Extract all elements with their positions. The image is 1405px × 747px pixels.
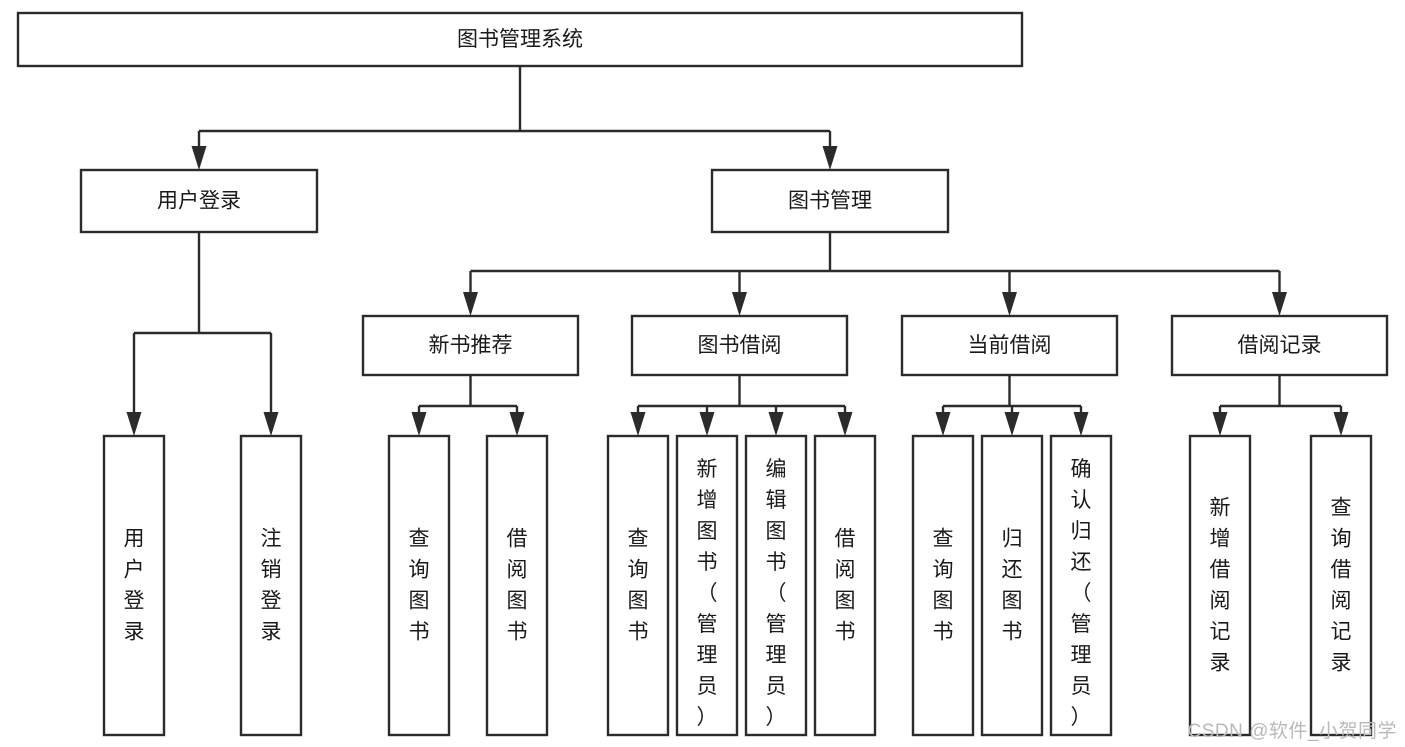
connector-arrowhead bbox=[630, 412, 646, 436]
node-box[interactable] bbox=[675, 434, 739, 737]
connector-arrowhead bbox=[126, 412, 142, 436]
node-box[interactable] bbox=[630, 314, 849, 377]
node-leaf-borrow-add-book[interactable]: 新增图书（管理员） bbox=[675, 434, 739, 737]
connector-arrowhead bbox=[1212, 412, 1228, 436]
node-label: 借阅记录 bbox=[1238, 334, 1322, 357]
node-box[interactable] bbox=[900, 314, 1119, 377]
node-box[interactable] bbox=[102, 434, 166, 737]
connector-arrowhead bbox=[263, 412, 279, 436]
node-label: 借阅图书 bbox=[507, 528, 528, 644]
node-label: 编辑图书（管理员） bbox=[766, 458, 787, 729]
node-root[interactable]: 图书管理系统 bbox=[16, 11, 1024, 68]
node-new-book-rec[interactable]: 新书推荐 bbox=[361, 314, 580, 377]
connector-arrowhead bbox=[822, 146, 838, 170]
node-box[interactable] bbox=[1049, 434, 1113, 737]
connector-group-book-manage bbox=[463, 232, 1287, 316]
node-label: 新书推荐 bbox=[429, 334, 513, 357]
connector-arrowhead bbox=[732, 292, 747, 316]
connector-group-new-book-rec bbox=[411, 375, 525, 436]
node-label: 查询借阅记录 bbox=[1331, 497, 1352, 675]
connector-arrowhead bbox=[935, 412, 951, 436]
node-label: 新增图书（管理员） bbox=[697, 458, 718, 729]
node-user-login[interactable]: 用户登录 bbox=[79, 168, 319, 234]
connector-arrowhead bbox=[837, 412, 853, 436]
node-leaf-current-return-book[interactable]: 归还图书 bbox=[980, 434, 1044, 737]
node-label: 图书借阅 bbox=[698, 334, 782, 357]
node-book-manage[interactable]: 图书管理 bbox=[710, 168, 950, 234]
node-box[interactable] bbox=[239, 434, 303, 737]
node-leaf-current-confirm-return[interactable]: 确认归还（管理员） bbox=[1049, 434, 1113, 737]
node-label: 查询图书 bbox=[933, 528, 954, 644]
connector-arrowhead bbox=[1004, 412, 1020, 436]
node-box[interactable] bbox=[1188, 434, 1252, 737]
node-box[interactable] bbox=[79, 168, 319, 234]
node-leaf-rec-query-book[interactable]: 查询图书 bbox=[387, 434, 451, 737]
node-box[interactable] bbox=[16, 11, 1024, 68]
node-label: 注销登录 bbox=[261, 528, 282, 644]
node-box[interactable] bbox=[606, 434, 670, 737]
connector-layer bbox=[126, 66, 1349, 436]
node-leaf-record-add[interactable]: 新增借阅记录 bbox=[1188, 434, 1252, 737]
node-leaf-borrow-borrow-book[interactable]: 借阅图书 bbox=[813, 434, 877, 737]
connector-arrowhead bbox=[1002, 292, 1017, 316]
node-leaf-user-logout[interactable]: 注销登录 bbox=[239, 434, 303, 737]
connector-arrowhead bbox=[699, 412, 715, 436]
connector-arrowhead bbox=[1272, 292, 1287, 316]
node-current-borrow[interactable]: 当前借阅 bbox=[900, 314, 1119, 377]
node-layer: 图书管理系统用户登录图书管理新书推荐图书借阅当前借阅借阅记录用户登录注销登录查询… bbox=[16, 11, 1389, 737]
node-box[interactable] bbox=[1170, 314, 1389, 377]
node-label: 查询图书 bbox=[409, 528, 430, 644]
connector-group-current-borrow bbox=[935, 375, 1089, 436]
node-label: 查询图书 bbox=[628, 528, 649, 644]
node-leaf-rec-borrow-book[interactable]: 借阅图书 bbox=[485, 434, 549, 737]
node-label: 图书管理 bbox=[788, 190, 872, 213]
connector-arrowhead bbox=[463, 292, 478, 316]
node-leaf-borrow-edit-book[interactable]: 编辑图书（管理员） bbox=[744, 434, 808, 737]
node-label: 归还图书 bbox=[1002, 528, 1023, 644]
node-label: 图书管理系统 bbox=[457, 28, 583, 51]
connector-arrowhead bbox=[191, 146, 207, 170]
connector-group-user-login bbox=[126, 232, 279, 436]
node-label: 确认归还（管理员） bbox=[1071, 458, 1092, 729]
node-box[interactable] bbox=[361, 314, 580, 377]
node-leaf-current-query-book[interactable]: 查询图书 bbox=[911, 434, 975, 737]
node-box[interactable] bbox=[710, 168, 950, 234]
connector-arrowhead bbox=[509, 412, 525, 436]
node-label: 用户登录 bbox=[124, 528, 145, 644]
connector-arrowhead bbox=[411, 412, 427, 436]
node-box[interactable] bbox=[485, 434, 549, 737]
node-box[interactable] bbox=[911, 434, 975, 737]
connector-arrowhead bbox=[1073, 412, 1089, 436]
node-label: 用户登录 bbox=[157, 190, 241, 213]
node-label: 借阅图书 bbox=[835, 528, 856, 644]
connector-group-borrow-record bbox=[1212, 375, 1349, 436]
connector-group-book-borrow bbox=[630, 375, 853, 436]
node-box[interactable] bbox=[813, 434, 877, 737]
node-label: 新增借阅记录 bbox=[1210, 497, 1231, 675]
node-book-borrow[interactable]: 图书借阅 bbox=[630, 314, 849, 377]
node-box[interactable] bbox=[980, 434, 1044, 737]
node-label: 当前借阅 bbox=[968, 334, 1052, 357]
watermark-label: CSDN @软件_小贺同学 bbox=[1187, 721, 1397, 742]
connector-arrowhead bbox=[1333, 412, 1349, 436]
node-leaf-borrow-query-book[interactable]: 查询图书 bbox=[606, 434, 670, 737]
node-leaf-user-login[interactable]: 用户登录 bbox=[102, 434, 166, 737]
node-leaf-record-query[interactable]: 查询借阅记录 bbox=[1309, 434, 1373, 737]
connector-group-root bbox=[191, 66, 838, 170]
node-box[interactable] bbox=[1309, 434, 1373, 737]
node-box[interactable] bbox=[387, 434, 451, 737]
connector-arrowhead bbox=[768, 412, 784, 436]
node-box[interactable] bbox=[744, 434, 808, 737]
node-borrow-record[interactable]: 借阅记录 bbox=[1170, 314, 1389, 377]
